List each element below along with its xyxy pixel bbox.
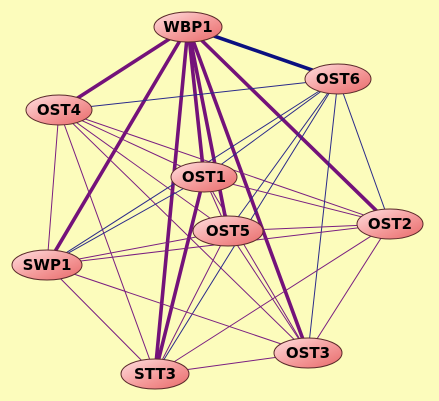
node-swp1[interactable]: SWP1 bbox=[11, 249, 83, 281]
edge-ost2-ost3 bbox=[307, 223, 391, 354]
edge-ost6-ost2 bbox=[337, 78, 391, 225]
edge-wbp1-ost1 bbox=[186, 25, 206, 179]
edge-ost4-stt3 bbox=[58, 109, 156, 375]
edge-ost1-ost2 bbox=[203, 176, 391, 225]
node-ost1-label: OST1 bbox=[182, 168, 226, 186]
node-swp1-shape bbox=[11, 249, 83, 281]
node-ost5-shape bbox=[192, 215, 264, 247]
node-wbp1[interactable]: WBP1 bbox=[153, 11, 223, 43]
node-stt3-label: STT3 bbox=[134, 365, 176, 383]
edge-ost1-stt3 bbox=[153, 175, 206, 376]
node-swp1-label: SWP1 bbox=[23, 256, 72, 274]
edge-ost6-ost3 bbox=[307, 78, 339, 354]
node-ost6-shape bbox=[304, 63, 372, 95]
node-stt3-shape bbox=[120, 358, 190, 390]
edge-ost4-swp1 bbox=[46, 109, 60, 266]
node-ost4-label: OST4 bbox=[37, 101, 81, 119]
edge-ost5-stt3 bbox=[154, 230, 229, 375]
edge-ost2-stt3 bbox=[154, 223, 391, 375]
edge-swp1-stt3 bbox=[46, 264, 156, 375]
node-ost1-shape bbox=[170, 161, 238, 193]
node-ost5-label: OST5 bbox=[206, 222, 250, 240]
edge-wbp1-ost4 bbox=[57, 25, 190, 112]
node-ost4-shape bbox=[25, 94, 93, 126]
node-ost4[interactable]: OST4 bbox=[25, 94, 93, 126]
edge-ost1-swp1 bbox=[46, 176, 205, 266]
node-stt3[interactable]: STT3 bbox=[120, 358, 190, 390]
node-ost3[interactable]: OST3 bbox=[273, 337, 343, 369]
edge-wbp1-ost3 bbox=[186, 25, 310, 355]
node-ost2-shape bbox=[356, 208, 424, 240]
node-ost2-label: OST2 bbox=[368, 215, 412, 233]
node-ost6-label: OST6 bbox=[316, 70, 360, 88]
edge-wbp1-ost2 bbox=[186, 25, 392, 226]
node-layer: WBP1 OST6 OST4 OST1 OST5 OST2 SWP1 bbox=[11, 11, 424, 390]
edge-swp1-ost3 bbox=[46, 264, 309, 354]
edge-wbp1-swp1 bbox=[45, 25, 190, 267]
edge-wbp1-stt3 bbox=[153, 25, 190, 376]
node-wbp1-label: WBP1 bbox=[163, 18, 212, 36]
node-ost6[interactable]: OST6 bbox=[304, 63, 372, 95]
edge-ost4-ost1 bbox=[58, 109, 205, 178]
edge-ost4-ost3 bbox=[58, 109, 309, 354]
node-ost1[interactable]: OST1 bbox=[170, 161, 238, 193]
edge-ost5-ost3 bbox=[227, 230, 309, 354]
edge-ost1-ost3 bbox=[203, 176, 309, 354]
node-wbp1-shape bbox=[153, 11, 223, 43]
edge-ost4-ost6 bbox=[58, 78, 339, 111]
edge-ost6-ost5 bbox=[227, 78, 339, 232]
node-ost3-label: OST3 bbox=[286, 344, 330, 362]
edge-ost6-ost1 bbox=[203, 78, 339, 178]
node-ost3-shape bbox=[273, 337, 343, 369]
edge-ost4-ost5 bbox=[58, 109, 229, 232]
node-ost5[interactable]: OST5 bbox=[192, 215, 264, 247]
edge-wbp1-ost5 bbox=[186, 25, 230, 233]
node-ost2[interactable]: OST2 bbox=[356, 208, 424, 240]
